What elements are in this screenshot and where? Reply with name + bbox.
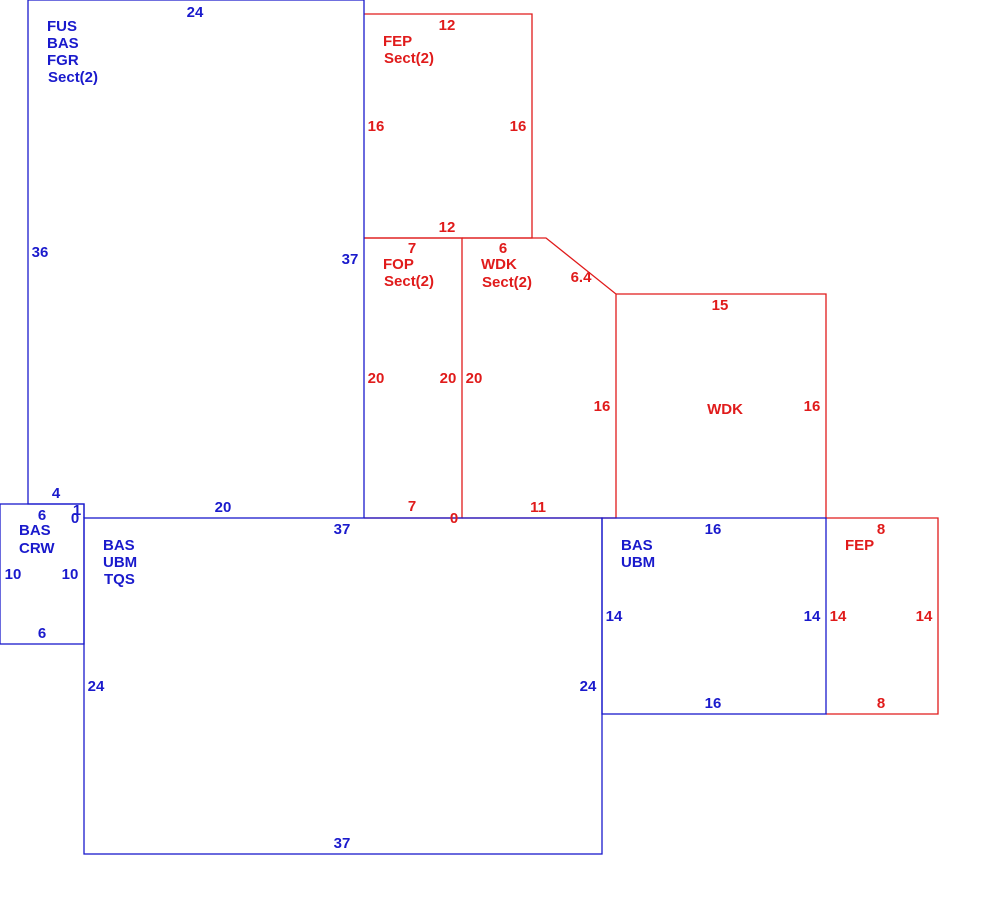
wdk-right-code-1: WDK xyxy=(707,401,743,418)
fop-code-1: FOP xyxy=(383,256,414,273)
fop-dim-left: 20 xyxy=(368,370,385,387)
fop-code-2: Sect(2) xyxy=(384,273,434,290)
fep-lower-dim-right: 14 xyxy=(916,608,933,625)
fop-dim-right: 20 xyxy=(440,370,457,387)
crw-code-2: CRW xyxy=(19,540,55,557)
fop-dim-top: 7 xyxy=(408,240,416,257)
main-lower-dim-left: 24 xyxy=(88,678,105,695)
fep-lower-dim-bottom: 8 xyxy=(877,695,885,712)
main-lower-dim-bottom: 37 xyxy=(334,835,351,852)
main-upper-dim-notch-right: 1 xyxy=(73,502,81,519)
ubm-right-code-1: BAS xyxy=(621,537,653,554)
main-lower-code-1: BAS xyxy=(103,537,135,554)
wdk-right-area xyxy=(616,293,827,518)
fep-lower-area xyxy=(826,517,939,715)
wdk-left-dim-bottom-offset: 0 xyxy=(450,510,458,527)
main-lower-area xyxy=(83,517,603,855)
fop-dim-bottom: 7 xyxy=(408,498,416,515)
ubm-right-outline xyxy=(601,517,827,715)
main-upper-code-3: FGR xyxy=(47,52,79,69)
crw-dim-right: 10 xyxy=(62,566,79,583)
ubm-right-dim-right: 14 xyxy=(804,608,821,625)
fep-lower-outline xyxy=(826,517,939,715)
fep-upper-code-2: Sect(2) xyxy=(384,50,434,67)
wdk-right-dim-right: 16 xyxy=(804,398,821,415)
main-lower-dim-top: 37 xyxy=(334,521,351,538)
main-upper-dim-notch-offset: 0 xyxy=(71,510,79,527)
ubm-right-code-2: UBM xyxy=(621,554,655,571)
main-upper-dim-top: 24 xyxy=(187,4,204,21)
ubm-right-dim-left: 14 xyxy=(606,608,623,625)
main-lower-outline xyxy=(83,517,603,855)
fep-upper-dim-left: 16 xyxy=(368,118,385,135)
fep-upper-dim-bottom: 12 xyxy=(439,219,456,236)
wdk-left-code-2: Sect(2) xyxy=(482,274,532,291)
main-upper-dim-bottom: 20 xyxy=(215,499,232,516)
fep-upper-dim-right: 16 xyxy=(510,118,527,135)
fep-upper-dim-top: 12 xyxy=(439,17,456,34)
fep-upper-code-1: FEP xyxy=(383,33,412,50)
crw-code-1: BAS xyxy=(19,522,51,539)
main-upper-code-4: Sect(2) xyxy=(48,69,98,86)
main-upper-dim-notch-top: 4 xyxy=(52,485,61,502)
ubm-right-dim-bottom: 16 xyxy=(705,695,722,712)
main-lower-code-2: UBM xyxy=(103,554,137,571)
main-upper-code-2: BAS xyxy=(47,35,79,52)
wdk-left-dim-diagonal: 6.4 xyxy=(571,269,593,286)
crw-dim-left: 10 xyxy=(5,566,22,583)
wdk-left-dim-bottom: 11 xyxy=(530,499,546,516)
main-lower-dim-right: 24 xyxy=(580,678,597,695)
wdk-left-dim-left: 20 xyxy=(466,370,483,387)
ubm-right-dim-top: 16 xyxy=(705,521,722,538)
main-lower-code-3: TQS xyxy=(104,571,135,588)
wdk-left-dim-top: 6 xyxy=(499,240,507,257)
crw-dim-bottom: 6 xyxy=(38,625,46,642)
wdk-left-dim-right: 16 xyxy=(594,398,611,415)
wdk-right-dim-top: 15 xyxy=(712,297,729,314)
fep-lower-dim-top: 8 xyxy=(877,521,885,538)
fep-lower-code-1: FEP xyxy=(845,537,874,554)
ubm-right-area xyxy=(601,517,827,715)
main-upper-dim-notch-left: 6 xyxy=(38,507,46,524)
main-upper-dim-left: 36 xyxy=(32,244,49,261)
main-upper-code-1: FUS xyxy=(47,18,77,35)
wdk-left-code-1: WDK xyxy=(481,256,517,273)
main-upper-dim-right: 37 xyxy=(342,251,359,268)
wdk-right-outline xyxy=(616,293,827,518)
fep-lower-dim-left: 14 xyxy=(830,608,847,625)
